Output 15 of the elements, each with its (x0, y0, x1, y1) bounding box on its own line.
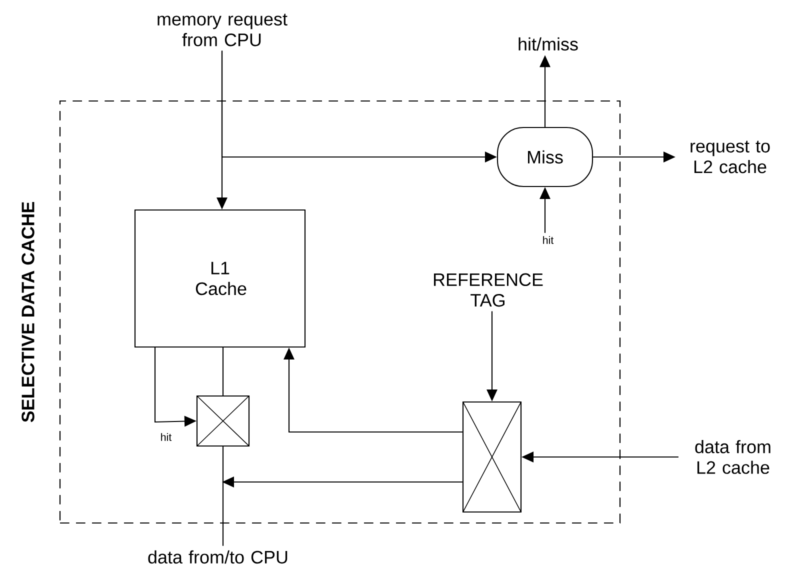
multiplexer-box (196, 395, 250, 447)
signal-label: hit/miss (518, 37, 578, 51)
rounded-box: Miss (496, 126, 594, 188)
signal-label: data from/to CPU (148, 550, 288, 564)
signal-label: hit (543, 236, 554, 244)
cache-box: L1 Cache (134, 209, 306, 348)
signal-label: data from L2 cache (695, 440, 770, 474)
connector-line (222, 446, 224, 546)
multiplexer-box (462, 401, 522, 513)
signal-label: request to L2 cache (690, 140, 770, 174)
connector-line (222, 348, 224, 396)
edge-label: hit (159, 432, 173, 442)
section-label: REFERENCE TAG (434, 273, 543, 307)
frame-title: SELECTIVE DATA CACHE (22, 202, 34, 422)
signal-label: memory request from CPU (158, 14, 288, 46)
